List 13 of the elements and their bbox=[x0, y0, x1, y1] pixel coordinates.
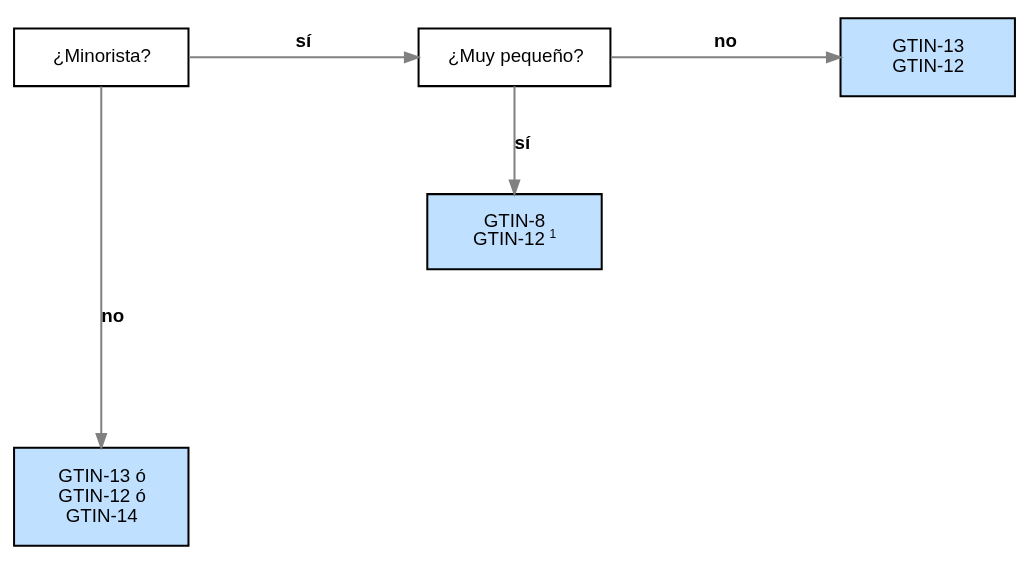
arrow bbox=[188, 50, 422, 63]
edge-label: sí bbox=[514, 131, 531, 153]
node-box: GTIN-8 GTIN-12 $^{1}$ bbox=[426, 192, 603, 270]
edge-label: no bbox=[101, 304, 125, 326]
node-box: ¿Minorista? bbox=[13, 26, 190, 87]
edge-label: sí bbox=[295, 29, 312, 51]
arrow bbox=[610, 50, 844, 63]
edge-label: no bbox=[714, 29, 738, 51]
node-box: GTIN-13 ó GTIN-12 ó GTIN-14 bbox=[13, 446, 190, 547]
arrow bbox=[508, 85, 521, 197]
arrow bbox=[95, 86, 108, 451]
node-box: GTIN-13 GTIN-12 bbox=[839, 16, 1016, 97]
node-box: ¿Muy pequeño? bbox=[417, 26, 612, 87]
